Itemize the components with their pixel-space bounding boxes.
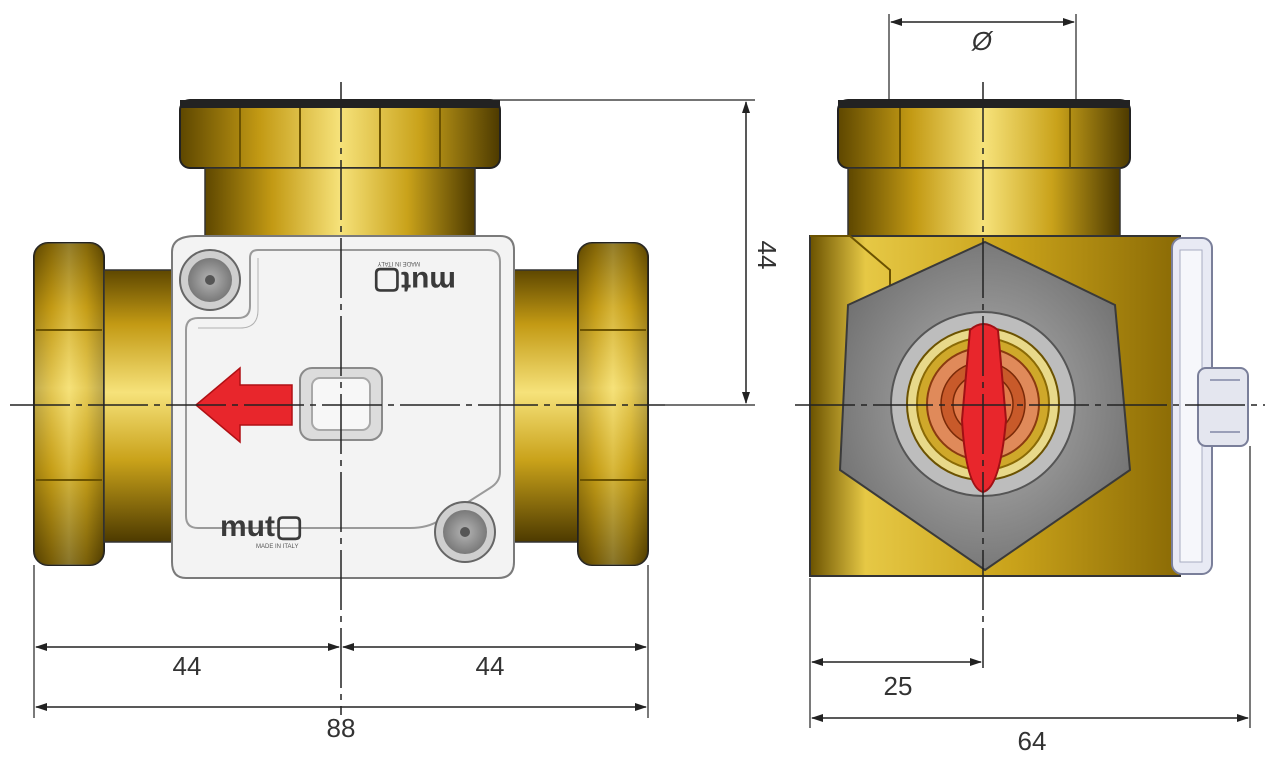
dim-label-height: 44 — [752, 241, 782, 270]
left-pipe-neck — [103, 269, 177, 543]
dim-label-left: 44 — [173, 651, 202, 681]
side-dimensions: Ø 25 64 — [809, 14, 1251, 756]
dim-label-total: 88 — [327, 713, 356, 743]
right-pipe-neck — [507, 269, 581, 543]
front-dimensions: 44 44 88 44 — [33, 99, 782, 743]
side-red-handle — [960, 323, 1008, 494]
left-pipe-nut — [33, 242, 105, 566]
cover-screw-bottom-right — [434, 501, 496, 563]
top-neck — [204, 167, 476, 241]
side-top-neck — [847, 167, 1121, 249]
dim-label-offset: 25 — [884, 671, 913, 701]
side-top-hex-nut — [837, 99, 1131, 169]
dim-label-right: 44 — [476, 651, 505, 681]
dim-label-diameter: Ø — [971, 26, 994, 56]
side-cover-edge — [1171, 237, 1249, 575]
side-view — [795, 82, 1265, 668]
logo-upside-down-sub: MADE IN ITALY — [378, 260, 420, 266]
right-pipe-nut — [577, 242, 649, 566]
logo-upside-down: mut▢ — [373, 265, 456, 298]
dim-label-side-total: 64 — [1018, 726, 1047, 756]
top-hex-nut — [179, 99, 501, 169]
logo: mut▢ — [220, 510, 303, 543]
front-view: mut▢ MADE IN ITALY mut▢ MADE IN ITALY — [10, 82, 665, 715]
cover-screw-top-left — [179, 249, 241, 311]
logo-sub: MADE IN ITALY — [256, 544, 298, 550]
